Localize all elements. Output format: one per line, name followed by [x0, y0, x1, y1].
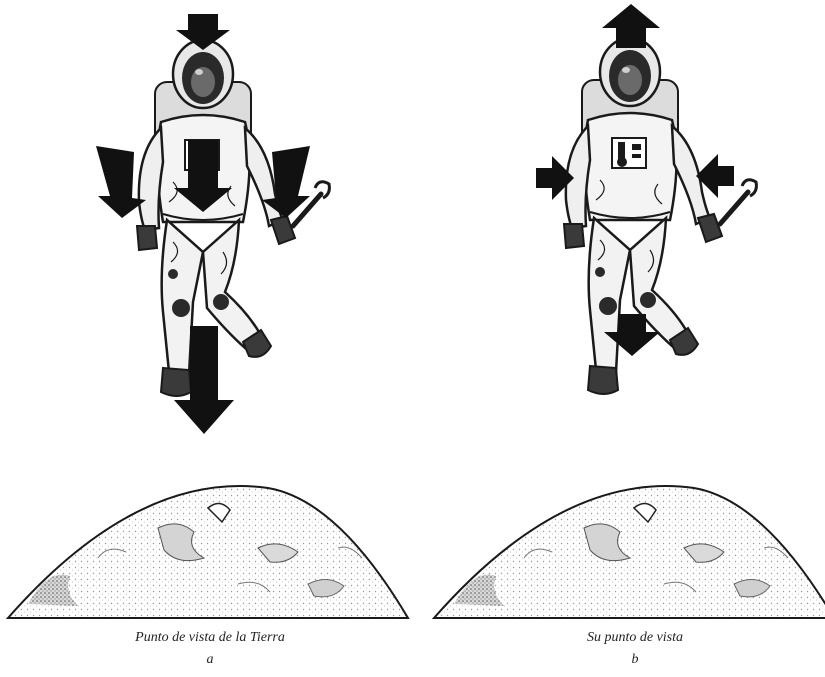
up-arrow-head — [602, 4, 660, 48]
panel-b — [434, 4, 825, 618]
earth-a — [8, 486, 408, 618]
label-b: b — [625, 652, 645, 668]
earth-b — [434, 486, 825, 618]
panel-a — [8, 14, 408, 618]
caption-a: Punto de vista de la Tierra — [110, 630, 310, 646]
astronaut-b — [564, 38, 756, 394]
caption-b: Su punto de vista — [545, 630, 725, 646]
label-a: a — [200, 652, 220, 668]
down-arrow-head — [176, 14, 230, 50]
astronaut-a — [137, 40, 329, 396]
